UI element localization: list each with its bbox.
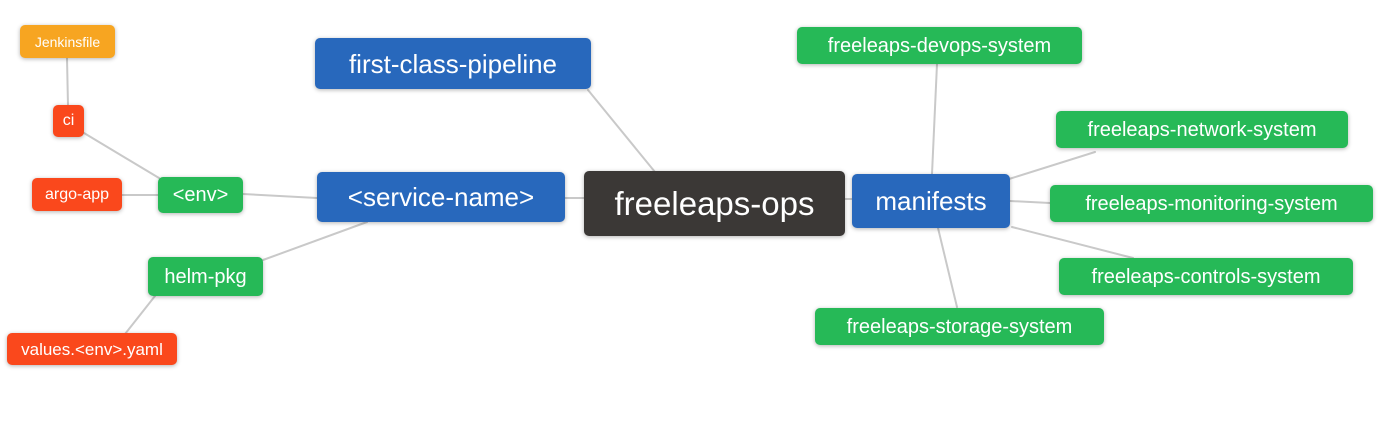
node-jenkinsfile[interactable]: Jenkinsfile: [20, 25, 115, 58]
edge-freeleaps-devops-system-to-manifests: [931, 63, 938, 175]
edge-env-to-service-name: [242, 193, 318, 199]
node-env[interactable]: <env>: [158, 177, 243, 213]
node-helm-pkg[interactable]: helm-pkg: [148, 257, 263, 296]
node-freeleaps-storage-system[interactable]: freeleaps-storage-system: [815, 308, 1104, 345]
edge-manifests-to-freeleaps-network-system: [1008, 151, 1096, 180]
edge-helm-pkg-to-service-name: [262, 221, 368, 261]
node-freeleaps-network-system[interactable]: freeleaps-network-system: [1056, 111, 1348, 148]
node-argo-app[interactable]: argo-app: [32, 178, 122, 211]
edge-manifests-to-freeleaps-controls-system: [1011, 226, 1134, 259]
node-freeleaps-controls-system[interactable]: freeleaps-controls-system: [1059, 258, 1353, 295]
edge-jenkinsfile-to-ci: [66, 57, 69, 107]
node-service-name[interactable]: <service-name>: [317, 172, 565, 222]
edge-ci-to-env: [83, 132, 160, 179]
node-manifests[interactable]: manifests: [852, 174, 1010, 228]
edge-manifests-to-freeleaps-storage-system: [937, 227, 958, 308]
edge-first-class-pipeline-to-freeleaps-ops: [587, 89, 656, 173]
node-ci[interactable]: ci: [53, 105, 84, 137]
edge-manifests-to-freeleaps-monitoring-system: [1009, 200, 1051, 204]
node-values-env-yaml[interactable]: values.<env>.yaml: [7, 333, 177, 365]
node-freeleaps-monitoring-system[interactable]: freeleaps-monitoring-system: [1050, 185, 1373, 222]
node-freeleaps-ops[interactable]: freeleaps-ops: [584, 171, 845, 236]
node-first-class-pipeline[interactable]: first-class-pipeline: [315, 38, 591, 89]
node-freeleaps-devops-system[interactable]: freeleaps-devops-system: [797, 27, 1082, 64]
edge-helm-pkg-to-values-env-yaml: [124, 295, 156, 335]
